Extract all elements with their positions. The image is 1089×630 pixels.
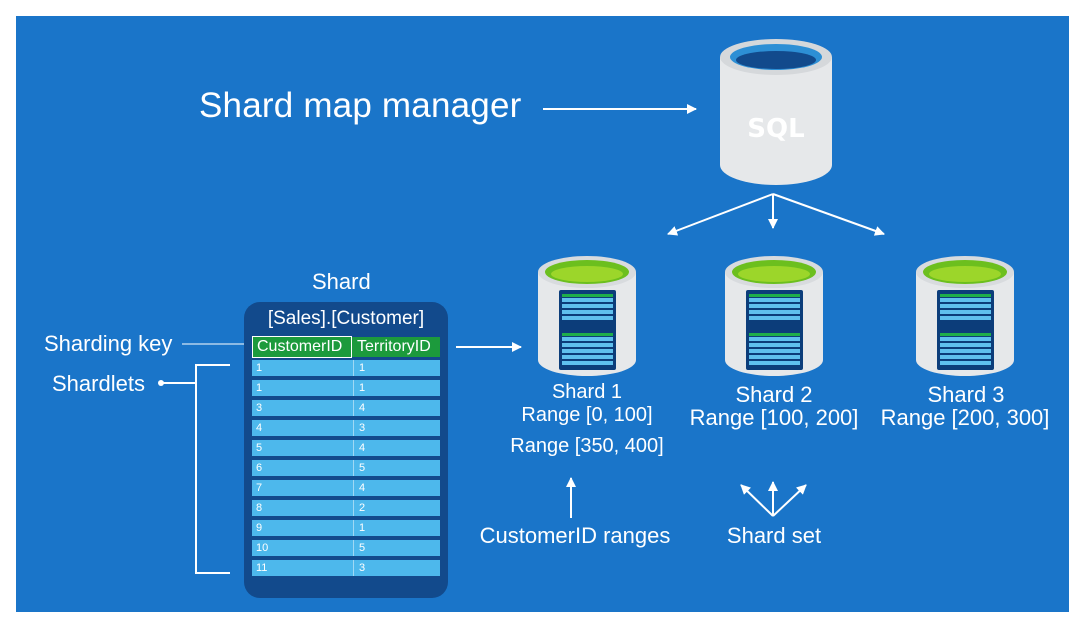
table-thumbnail-icon [746, 290, 803, 370]
arrow-shard-set-left [740, 484, 774, 517]
shard-2-range: Range [100, 200] [689, 405, 859, 430]
shard-3-range: Range [200, 300] [880, 405, 1050, 430]
arrow-sql-to-shard-1 [667, 193, 774, 236]
shard-2-database-icon [723, 254, 825, 379]
cell-territoryid: 2 [359, 502, 366, 514]
sharding-key-label: Sharding key [44, 331, 173, 356]
sql-database-icon: SQL [720, 39, 832, 185]
cell-territoryid: 4 [359, 482, 366, 494]
shard-1-range: Range [0, 100] [521, 404, 653, 426]
cell-territoryid: 1 [359, 522, 366, 534]
table-thumbnail-icon [559, 290, 616, 370]
shard-2-name: Shard 2 [735, 382, 813, 407]
shard-3-database-icon [914, 254, 1016, 379]
cell-customerid: 10 [256, 542, 269, 554]
cell-territoryid: 3 [359, 562, 366, 574]
cell-customerid: 4 [256, 422, 263, 434]
cell-territoryid: 4 [359, 442, 366, 454]
cell-customerid: 8 [256, 502, 263, 514]
cell-territoryid: 4 [359, 402, 366, 414]
connector-layer [158, 104, 885, 574]
table-header-row: CustomerID TerritoryID [252, 336, 440, 358]
arrow-shard-set-right [772, 484, 807, 517]
table-thumbnail-icon [937, 290, 994, 370]
cell-territoryid: 1 [359, 382, 366, 394]
cell-customerid: 9 [256, 522, 263, 534]
table-row: 11 3 [252, 560, 440, 576]
shardlets-label: Shardlets [52, 371, 145, 396]
cell-territoryid: 3 [359, 422, 366, 434]
diagram-canvas: Shard map manager SQL Shard Sharding key… [16, 16, 1069, 612]
shard-1-name: Shard 1 [551, 381, 623, 403]
cell-territoryid: 5 [359, 462, 366, 474]
cell-customerid: 3 [256, 402, 263, 414]
shard-map-manager-title: Shard map manager [199, 86, 522, 125]
column-header-customerid: CustomerID [252, 336, 352, 358]
customerid-ranges-label: CustomerID ranges [479, 523, 671, 548]
shard-heading: Shard [312, 269, 371, 294]
cell-customerid: 7 [256, 482, 263, 494]
arrow-sql-to-shard-3 [772, 193, 885, 236]
table-name: [Sales].[Customer] [267, 308, 425, 329]
cell-customerid: 1 [256, 362, 263, 374]
shard-1-range-extra: Range [350, 400] [510, 435, 664, 457]
shard-3-name: Shard 3 [927, 382, 1005, 407]
cell-territoryid: 1 [359, 362, 366, 374]
cell-customerid: 6 [256, 462, 263, 474]
cell-customerid: 11 [256, 562, 268, 574]
cell-territoryid: 5 [359, 542, 366, 554]
cell-customerid: 1 [256, 382, 263, 394]
customer-table: [Sales].[Customer] CustomerID TerritoryI… [244, 302, 448, 598]
sql-label: SQL [747, 114, 804, 144]
cell-customerid: 5 [256, 442, 263, 454]
table-row: 10 5 [252, 540, 440, 556]
column-header-territoryid: TerritoryID [357, 338, 431, 355]
shard-set-label: Shard set [726, 523, 822, 548]
shard-1-database-icon [536, 254, 638, 379]
shardlets-bracket [195, 364, 230, 574]
